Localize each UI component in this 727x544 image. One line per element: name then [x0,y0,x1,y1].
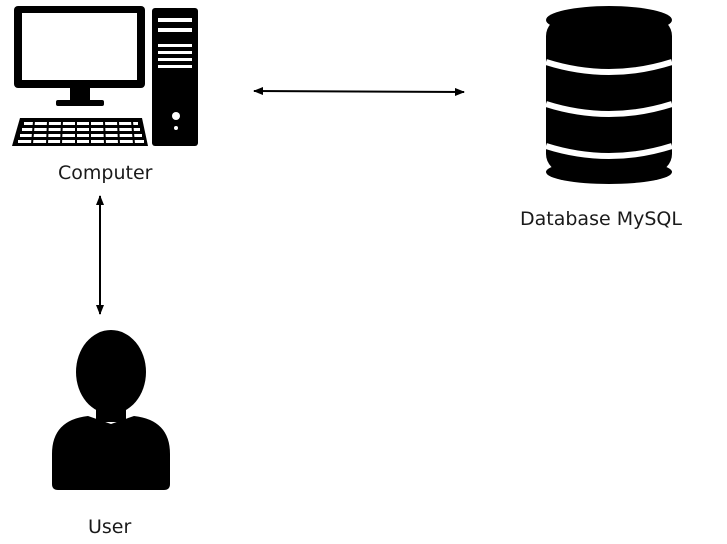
user-icon [52,330,170,490]
desktop-computer-icon [12,6,198,146]
computer-database-arrow [253,87,465,96]
computer-label: Computer [58,162,153,184]
user-label: User [88,516,132,538]
database-label: Database MySQL [520,208,682,230]
database-icon [545,6,673,184]
